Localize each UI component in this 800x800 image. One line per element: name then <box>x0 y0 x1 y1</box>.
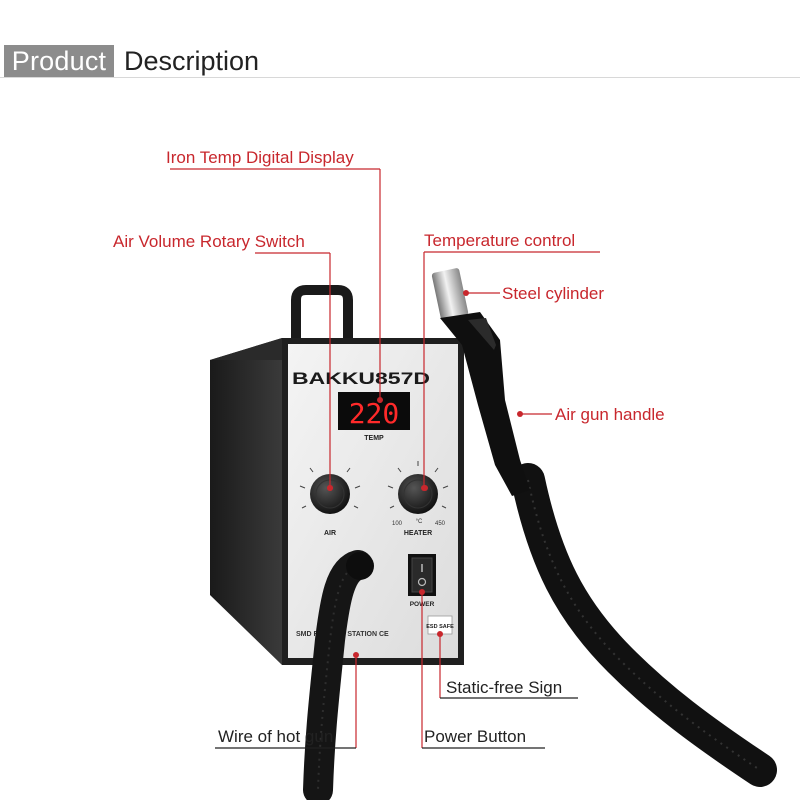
heater-knob-label: HEATER <box>404 530 432 537</box>
heater-max-label: 450 <box>435 521 446 527</box>
callout-wire-hot-gun: Wire of hot gun <box>218 727 334 746</box>
air-knob-label: AIR <box>324 530 336 537</box>
callout-temperature-control: Temperature control <box>424 231 576 250</box>
callout-iron-temp-display: Iron Temp Digital Display <box>166 148 354 167</box>
header-divider <box>0 77 800 78</box>
callout-steel-cylinder: Steel cylinder <box>502 284 605 303</box>
hot-air-gun <box>431 268 530 496</box>
temp-display-value: 220 <box>349 397 400 430</box>
temp-display <box>338 392 410 430</box>
callout-air-volume-switch: Air Volume Rotary Switch <box>113 232 305 251</box>
header-title: Description <box>124 46 260 76</box>
header-tab: Product <box>4 45 114 78</box>
hot-gun-wire <box>303 550 374 800</box>
page-header: Product Description <box>0 0 800 90</box>
heater-unit-label: °C <box>416 519 423 525</box>
callout-air-gun-handle: Air gun handle <box>555 405 665 424</box>
callout-leaders <box>170 168 600 749</box>
callout-power-button: Power Button <box>424 727 527 746</box>
esd-safe-text: ESD SAFE <box>426 624 454 630</box>
heater-min-label: 100 <box>392 521 403 527</box>
carry-handle <box>291 285 353 345</box>
esd-safe-sign: ESD SAFE <box>426 615 454 635</box>
brand-text: BAKKU857D <box>292 369 430 388</box>
cabinet-side <box>210 338 282 665</box>
heater-knob[interactable] <box>387 461 449 514</box>
callout-static-free-sign: Static-free Sign <box>446 678 563 697</box>
hot-gun-hose <box>511 463 777 787</box>
callout-dots <box>327 290 523 658</box>
temp-display-label: TEMP <box>364 435 384 442</box>
